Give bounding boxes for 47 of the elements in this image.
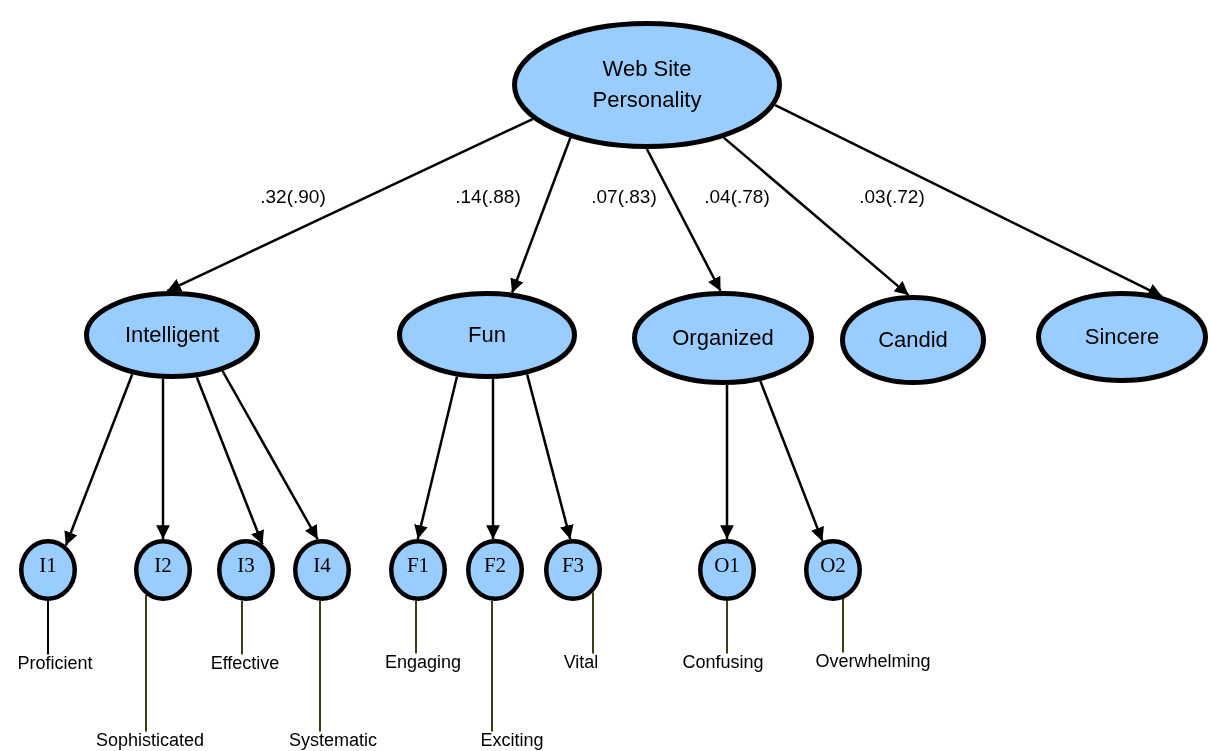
arrow [221, 370, 319, 540]
item-label: Confusing [682, 651, 764, 673]
leader-line [415, 599, 417, 655]
arrow [645, 148, 722, 292]
item-label: Vital [563, 651, 599, 673]
leader-line [47, 600, 49, 656]
arrow [510, 137, 572, 294]
node-label: Candid [878, 325, 948, 354]
node-label: Web Site Personality [591, 55, 703, 114]
arrow [195, 376, 264, 546]
arrow [722, 136, 910, 297]
item-label: Engaging [384, 651, 462, 673]
node-label: I4 [313, 552, 331, 578]
item-label: Exciting [480, 729, 544, 751]
node-label: F1 [406, 552, 430, 578]
leader-line [145, 594, 147, 733]
arrow [525, 374, 574, 540]
arrow [166, 117, 534, 293]
arrow [774, 103, 1163, 298]
node-label: Fun [468, 320, 506, 349]
arrow [486, 378, 500, 540]
node-label: Organized [672, 323, 774, 352]
arrow [414, 376, 459, 540]
node-label: F3 [561, 552, 585, 578]
node-label: I3 [237, 552, 255, 578]
node-label: F2 [483, 552, 507, 578]
arrow [156, 378, 170, 539]
item-label: Proficient [17, 652, 93, 674]
item-label: Effective [210, 652, 280, 674]
node-label: O2 [820, 552, 846, 578]
arrow [720, 384, 734, 539]
leader-line [726, 600, 728, 655]
arrow [759, 380, 824, 542]
leader-line [241, 599, 243, 656]
node-label: Intelligent [124, 320, 220, 349]
node-label: I1 [39, 552, 57, 578]
node-label: Sincere [1084, 322, 1160, 351]
item-label: Overwhelming [815, 650, 931, 672]
item-label: Systematic [289, 729, 377, 751]
node-label: I2 [154, 552, 172, 578]
item-label: Sophisticated [95, 729, 205, 751]
arrow [64, 373, 134, 546]
leader-line [842, 598, 844, 654]
node-label: O1 [714, 552, 740, 578]
leader-line [491, 599, 493, 733]
leader-line [592, 591, 594, 655]
leader-line [319, 599, 321, 733]
